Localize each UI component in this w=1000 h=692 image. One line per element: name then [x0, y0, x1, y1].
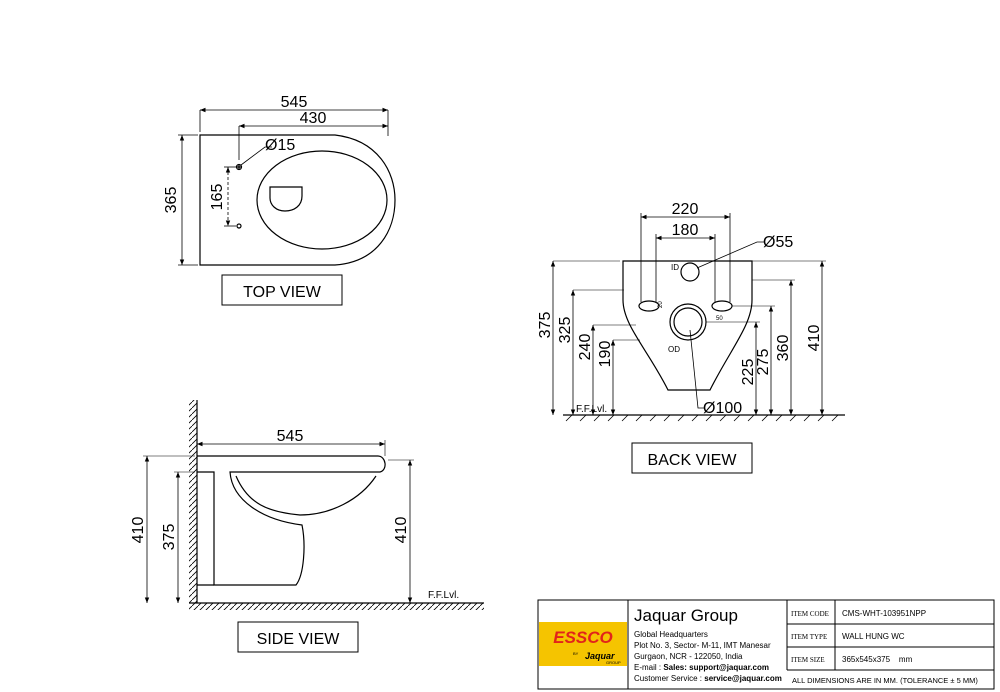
top-view-bowl: [256, 150, 388, 250]
email-label: E-mail :: [634, 663, 663, 672]
side-dim-h410-right: 410: [393, 517, 410, 544]
service-label: Customer Service :: [634, 674, 704, 683]
service-value: service@jaquar.com: [704, 674, 782, 683]
logo-background: [539, 622, 627, 666]
back-dim-h240: 240: [577, 334, 594, 361]
back-view-outline: [622, 260, 753, 391]
back-view-slot-left: [638, 300, 660, 312]
side-dim-h375: 375: [161, 524, 178, 551]
back-dim-span-inner: 180: [672, 222, 699, 239]
title-block: [537, 599, 995, 690]
back-dim-h360: 360: [775, 335, 792, 362]
side-view-floor-hatch: [189, 603, 484, 610]
back-floor-label: F.F.Lvl.: [576, 404, 607, 415]
back-dim-inlet-dia: Ø55: [763, 234, 793, 251]
side-floor-label: F.F.Lvl.: [428, 590, 459, 601]
top-view-label: TOP VIEW: [243, 284, 322, 301]
logo-by: BY: [573, 651, 579, 656]
back-dim-h225: 225: [740, 359, 757, 386]
back-view-outlet-inner: [673, 307, 703, 337]
service-line: Customer Service : service@jaquar.com: [634, 674, 782, 683]
top-view-outlet: [269, 186, 303, 212]
address-line-3: Gurgaon, NCR - 122050, India: [634, 652, 743, 661]
essco-logo: ESSCO BY Jaquar GROUP: [539, 622, 627, 666]
top-dim-hole-span: 430: [300, 110, 327, 127]
back-dim-h410: 410: [806, 325, 823, 352]
side-view-outline: [197, 455, 386, 586]
back-view: [550, 213, 845, 416]
back-dim-h190: 190: [597, 341, 614, 368]
side-view-label: SIDE VIEW: [257, 631, 341, 648]
item-type-key: ITEM TYPE: [791, 633, 827, 641]
back-view-label-box: [631, 442, 753, 474]
logo-group-word: GROUP: [606, 660, 621, 665]
back-dim-span-outer: 220: [672, 201, 699, 218]
address-line-2: Plot No. 3, Sector- M-11, IMT Manesar: [634, 641, 771, 650]
item-size-key: ITEM SIZE: [791, 656, 825, 664]
top-dim-hole-dia: Ø15: [265, 137, 295, 154]
side-dim-length: 545: [277, 428, 304, 445]
logo-brand: ESSCO: [553, 628, 613, 647]
back-dim-h375: 375: [537, 312, 554, 339]
top-dim-hole-gap: 165: [209, 184, 226, 211]
back-dim-h275: 275: [755, 349, 772, 376]
top-view-hole-bottom: [236, 223, 242, 229]
side-view: [143, 400, 484, 610]
side-view-bowl: [235, 475, 377, 516]
back-view-slot-right: [711, 300, 733, 312]
top-view-label-box: [221, 274, 343, 306]
back-view-floor-hatch: [565, 414, 839, 422]
side-dim-h410-left: 410: [130, 517, 147, 544]
item-type-value: WALL HUNG WC: [842, 632, 905, 641]
logo-group-brand: Jaquar: [585, 651, 615, 661]
back-view-outlet-outer: [669, 303, 707, 341]
back-label-id: ID: [671, 263, 679, 272]
back-dim-small-left: 20: [658, 301, 664, 308]
top-view: [178, 107, 396, 266]
back-view-inlet: [680, 262, 700, 282]
company-name: Jaquar Group: [634, 606, 738, 625]
email-line: E-mail : Sales: support@jaquar.com: [634, 663, 769, 672]
top-view-outline: [199, 134, 396, 266]
address-line-1: Global Headquarters: [634, 630, 708, 639]
back-dim-h325: 325: [557, 317, 574, 344]
email-value: Sales: support@jaquar.com: [663, 663, 769, 672]
back-dim-small-right: 50: [716, 316, 723, 322]
dimensions-note: ALL DIMENSIONS ARE IN MM. (TOLERANCE ± 5…: [792, 676, 978, 685]
item-code-key: ITEM CODE: [791, 610, 829, 618]
back-label-od: OD: [668, 345, 680, 354]
top-dim-length: 545: [281, 94, 308, 111]
back-dim-outlet-dia: Ø100: [703, 400, 742, 417]
side-view-label-box: [237, 621, 359, 653]
side-view-wall-hatch: [189, 400, 197, 603]
item-size-value: 365x545x375 mm: [842, 655, 913, 664]
item-code-value: CMS-WHT-103951NPP: [842, 609, 926, 618]
back-view-label: BACK VIEW: [648, 452, 738, 469]
top-dim-width: 365: [163, 187, 180, 214]
